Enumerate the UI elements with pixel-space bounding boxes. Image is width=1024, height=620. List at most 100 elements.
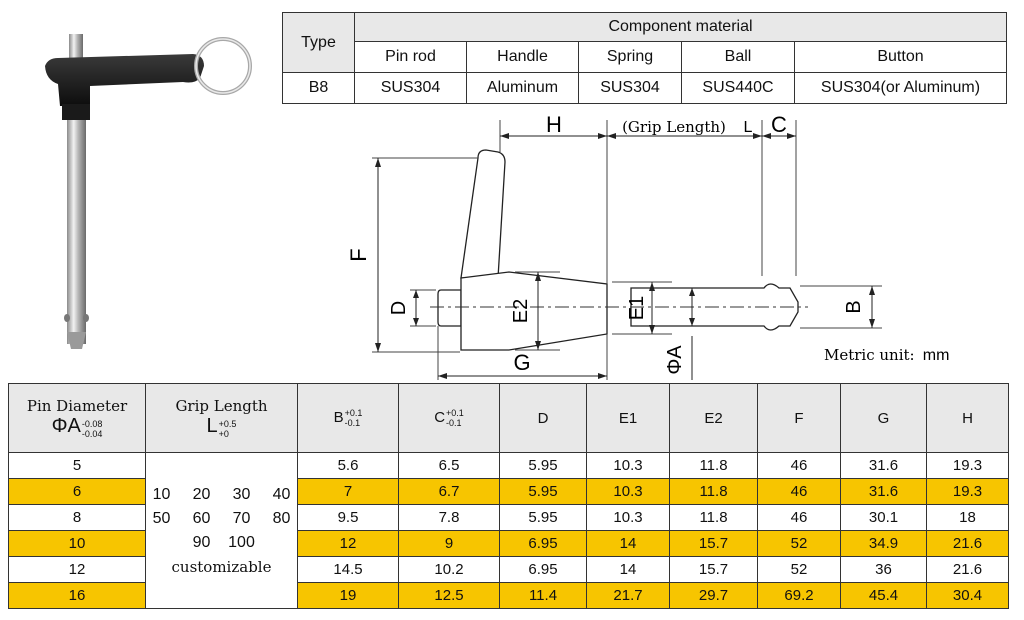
dim-label-e1: E1 (626, 296, 648, 320)
pin-outline (437, 149, 799, 351)
dim-header-b-tol-upper: +0.1 (344, 408, 363, 418)
dim-value-f: 52 (757, 556, 841, 583)
dim-label-l: L (744, 119, 753, 136)
pin-diameter-header: Pin Diameter ΦA-0.08-0.04 (8, 383, 146, 453)
dim-label-a: ΦA (664, 345, 686, 375)
dim-value-g: 30.1 (840, 504, 927, 531)
dim-value-c: 7.8 (398, 504, 500, 531)
dim-value-c: 6.5 (398, 452, 500, 479)
dim-value-d: 6.95 (499, 556, 587, 583)
pin-diameter-tol-upper: -0.08 (81, 418, 103, 429)
grip-value: 90 (192, 533, 211, 551)
dim-value-g: 34.9 (840, 530, 927, 557)
dim-value-h: 30.4 (926, 582, 1009, 609)
dim-value-h: 21.6 (926, 530, 1009, 557)
pin-diameter-value: 10 (8, 530, 146, 557)
dim-value-d: 5.95 (499, 452, 587, 479)
material-table: Type Component material Pin rod Handle S… (282, 12, 1007, 104)
dimensions-table: Pin Diameter ΦA-0.08-0.04 Grip Length L+… (8, 383, 1009, 609)
technical-drawing: H (Grip Length) L C F D E2 E1 B G ΦA Met… (346, 112, 949, 380)
dim-value-c: 9 (398, 530, 500, 557)
dim-header-b-name: B (333, 408, 344, 426)
dim-value-d: 6.95 (499, 530, 587, 557)
grip-value: 100 (228, 533, 255, 551)
material-type-value: B8 (282, 72, 355, 104)
pin-diameter-value: 8 (8, 504, 146, 531)
dim-value-e2: 11.8 (669, 478, 758, 505)
dim-value-f: 69.2 (757, 582, 841, 609)
dim-header-b-tol-lower: -0.1 (344, 418, 361, 428)
ring-image (194, 37, 252, 95)
dim-value-h: 21.6 (926, 556, 1009, 583)
dim-header-h: H (926, 383, 1009, 453)
dim-value-f: 46 (757, 452, 841, 479)
dim-value-c: 6.7 (398, 478, 500, 505)
dim-value-b: 14.5 (297, 556, 399, 583)
metric-unit-value: mm (923, 347, 950, 364)
dim-header-g: G (840, 383, 927, 453)
dim-header-d: D (499, 383, 587, 453)
grip-value: 20 (192, 485, 211, 503)
dim-header-c-name: C (434, 408, 446, 426)
dim-label-grip-length: (Grip Length) (622, 118, 726, 136)
pin-diameter-tol-lower: -0.04 (81, 428, 103, 439)
dim-value-d: 5.95 (499, 504, 587, 531)
grip-note: customizable (171, 557, 272, 576)
dim-value-e1: 14 (586, 556, 670, 583)
pin-diameter-label: Pin Diameter (26, 397, 128, 416)
dim-value-c: 12.5 (398, 582, 500, 609)
dim-header-c-tol-upper: +0.1 (446, 408, 464, 418)
product-photo (45, 34, 252, 349)
dim-header-f: F (757, 383, 841, 453)
pin-diameter-value: 12 (8, 556, 146, 583)
dim-value-e1: 14 (586, 530, 670, 557)
grip-length-tol-upper: +0.5 (218, 418, 237, 429)
dim-value-b: 5.6 (297, 452, 399, 479)
dim-header-e2: E2 (669, 383, 758, 453)
grip-value: 50 (152, 509, 171, 527)
grip-value: 70 (232, 509, 251, 527)
dim-label-b: B (843, 300, 865, 313)
pin-diameter-value: 6 (8, 478, 146, 505)
dim-value-b: 7 (297, 478, 399, 505)
material-ball-value: SUS440C (681, 72, 795, 104)
material-component-header: Component material (354, 12, 1007, 42)
dim-value-f: 46 (757, 504, 841, 531)
dim-value-d: 11.4 (499, 582, 587, 609)
dim-value-g: 31.6 (840, 452, 927, 479)
dim-header-e1: E1 (586, 383, 670, 453)
grip-value: 60 (192, 509, 211, 527)
dim-header-c: C+0.1-0.1 (398, 383, 500, 453)
dim-value-h: 19.3 (926, 452, 1009, 479)
dim-value-e2: 11.8 (669, 452, 758, 479)
dim-value-e2: 15.7 (669, 530, 758, 557)
dim-value-e2: 15.7 (669, 556, 758, 583)
pin-diameter-value: 5 (8, 452, 146, 479)
dimension-lines (377, 135, 873, 380)
dim-label-g: G (513, 350, 530, 375)
grip-value: 30 (232, 485, 251, 503)
grip-length-symbol: L (206, 415, 218, 438)
grip-length-label: Grip Length (175, 397, 268, 416)
pin-diameter-symbol: ΦA (51, 415, 81, 438)
dim-value-e1: 10.3 (586, 504, 670, 531)
grip-length-tol-lower: +0 (218, 428, 229, 439)
material-col-pin-rod: Pin rod (354, 41, 467, 73)
material-button-value: SUS304(or Aluminum) (794, 72, 1007, 104)
dim-value-f: 52 (757, 530, 841, 557)
handle-image (45, 54, 204, 120)
material-spring-value: SUS304 (578, 72, 682, 104)
dim-value-e1: 21.7 (586, 582, 670, 609)
dim-value-b: 12 (297, 530, 399, 557)
dim-header-b: B+0.1-0.1 (297, 383, 399, 453)
dim-value-g: 31.6 (840, 478, 927, 505)
dim-header-c-tol-lower: -0.1 (446, 418, 462, 428)
metric-unit-prefix: Metric unit: (824, 346, 915, 364)
grip-value: 80 (272, 509, 291, 527)
metric-unit-note: Metric unit: mm (824, 346, 949, 364)
